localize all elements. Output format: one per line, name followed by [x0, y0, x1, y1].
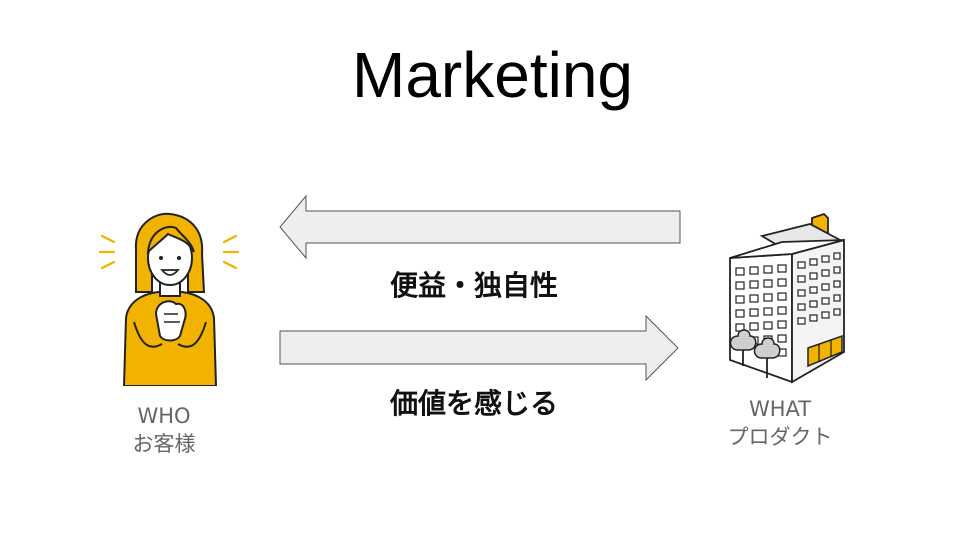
what-label: WHAT: [748, 397, 812, 421]
building-illustration: [729, 212, 845, 384]
right-arrow: [279, 314, 679, 382]
tree-icon: [729, 329, 757, 366]
what-caption: WHAT プロダクト: [720, 395, 840, 451]
value-label: 価値を感じる: [390, 387, 559, 420]
tree-icon: [753, 337, 781, 378]
sparkle-icon: [98, 234, 240, 270]
left-arrow: [279, 194, 681, 260]
slide-title: Marketing: [352, 39, 633, 111]
benefit-label: 便益・独自性: [390, 269, 559, 302]
what-sublabel: プロダクト: [727, 425, 833, 449]
who-label: WHO: [137, 404, 191, 428]
who-sublabel: お客様: [132, 432, 196, 456]
who-caption: WHO お客様: [104, 402, 224, 458]
customer-illustration: [98, 212, 240, 386]
